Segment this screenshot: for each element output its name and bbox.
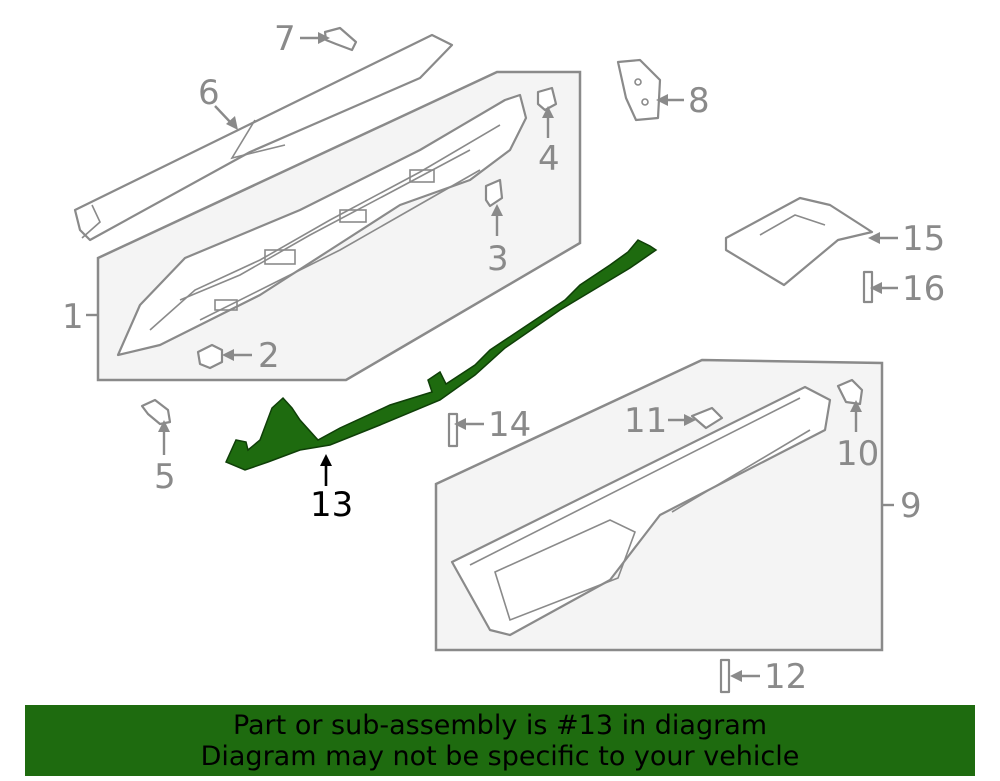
part-6-trim-strip[interactable] xyxy=(73,33,454,242)
callout-8: 8 xyxy=(688,81,710,121)
part-4-clip[interactable] xyxy=(536,86,558,112)
part-1-dash-frame[interactable] xyxy=(116,93,528,357)
part-12-bolt[interactable] xyxy=(719,658,731,694)
callout-14: 14 xyxy=(488,405,531,445)
callout-16: 16 xyxy=(902,269,945,309)
banner-line-2: Diagram may not be specific to your vehi… xyxy=(200,741,800,772)
callout-9: 9 xyxy=(900,486,922,526)
info-banner: Part or sub-assembly is #13 in diagram D… xyxy=(25,705,975,776)
part-16-bolt[interactable] xyxy=(862,270,874,304)
callout-11: 11 xyxy=(624,401,667,441)
part-2-clip[interactable] xyxy=(196,343,224,370)
part-9-instrument-trim[interactable] xyxy=(450,385,832,637)
part-10-clip[interactable] xyxy=(836,378,864,406)
callout-10: 10 xyxy=(836,434,879,474)
part-11-clip[interactable] xyxy=(690,406,724,430)
callout-4: 4 xyxy=(538,139,560,179)
callout-12: 12 xyxy=(764,657,807,697)
part-13-shape xyxy=(224,239,658,471)
parts-diagram: 1 2 3 4 5 6 7 8 9 10 11 12 13 14 15 16 xyxy=(62,19,945,697)
part-13-highlighted-bracket[interactable] xyxy=(224,239,658,471)
callout-6: 6 xyxy=(198,73,220,113)
callout-15: 15 xyxy=(902,219,945,259)
part-14-bolt[interactable] xyxy=(447,412,459,448)
callout-7: 7 xyxy=(274,19,296,59)
part-5-bolt[interactable] xyxy=(140,398,172,426)
callout-5: 5 xyxy=(154,457,176,497)
callout-1: 1 xyxy=(62,297,84,337)
banner-line-1: Part or sub-assembly is #13 in diagram xyxy=(232,710,768,741)
part-8-bracket[interactable] xyxy=(616,58,662,122)
part-15-bracket[interactable] xyxy=(724,196,874,287)
part-3-clip[interactable] xyxy=(484,178,504,208)
part-7-bolt[interactable] xyxy=(323,26,358,52)
callout-2: 2 xyxy=(258,336,280,376)
callout-13: 13 xyxy=(310,485,353,525)
leader-arrowheads xyxy=(158,32,882,682)
callout-3: 3 xyxy=(487,239,509,279)
